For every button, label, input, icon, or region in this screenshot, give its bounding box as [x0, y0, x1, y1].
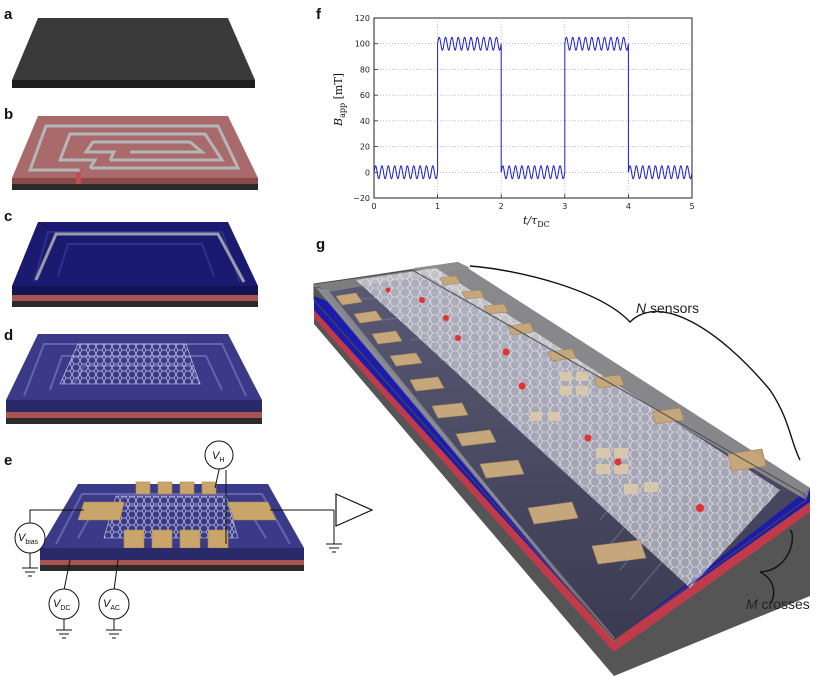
m-crosses-label: M crosses [746, 596, 810, 612]
wire-loop [34, 232, 246, 283]
panel-label-c: c [4, 208, 12, 225]
panel-c: c [4, 208, 258, 307]
y-tick-label: 100 [355, 40, 370, 49]
y-tick-label: 40 [360, 117, 370, 126]
x-tick-label: 4 [626, 202, 631, 211]
y-tick-label: 60 [360, 91, 370, 100]
x-tick-label: 2 [499, 202, 504, 211]
svg-text:VAC: VAC [103, 598, 120, 612]
x-tick-label: 1 [435, 202, 440, 211]
vbias-meter: Vbias [14, 522, 46, 554]
substrate-top [12, 18, 255, 80]
x-tick-label: 5 [689, 202, 694, 211]
graphene-hall-bar [103, 495, 239, 539]
coil-layer-top [12, 116, 258, 178]
y-tick-label: 0 [365, 168, 370, 177]
coil-via [76, 172, 81, 184]
vac-sub: AC [110, 605, 120, 612]
panel-a: a [4, 6, 255, 88]
vbias-sub: bias [25, 539, 38, 546]
vh-sub: H [219, 457, 224, 464]
vdc-meter: VDC [48, 588, 80, 620]
substrate-side [12, 80, 255, 88]
graphene-sheet [59, 343, 201, 385]
n-sensors-label: N sensors [636, 300, 699, 316]
y-tick-label: 20 [360, 143, 370, 152]
vbias-label: V [18, 532, 27, 544]
vac-meter: VAC [98, 588, 130, 620]
svg-text:VDC: VDC [53, 598, 70, 612]
spiral-coil [27, 124, 241, 182]
x-tick-label: 0 [371, 202, 376, 211]
m-crosses-brace [759, 529, 794, 605]
panel-e: e [4, 440, 374, 639]
vh-meter: VH [204, 440, 234, 470]
gold-pads [335, 275, 767, 565]
circuit-wires [29, 468, 335, 630]
sensor-crosses [530, 372, 658, 494]
svg-text:Vbias: Vbias [18, 532, 39, 546]
y-axis-label: Bapp [mT] [332, 73, 347, 127]
gold-contacts [77, 481, 277, 549]
panel-label-a: a [4, 6, 13, 23]
vac-label: V [103, 598, 112, 610]
vh-label: V [212, 450, 221, 462]
panel-b: b [4, 106, 258, 190]
panel-label-d: d [4, 327, 13, 344]
panel-label-b: b [4, 106, 13, 123]
y-tick-label: 120 [355, 14, 370, 23]
ground-symbols [22, 530, 342, 639]
vdc-label: V [53, 598, 62, 610]
x-axis-label: t/τDC [523, 214, 550, 229]
y-tick-label: −20 [353, 194, 370, 203]
panel-g: g [313, 236, 810, 676]
panel-label-g: g [316, 236, 325, 253]
svg-text:VH: VH [212, 450, 224, 464]
y-tick-label: 80 [360, 65, 370, 74]
panel-label-e: e [4, 452, 12, 469]
panel-d: d [4, 327, 262, 424]
vdc-sub: DC [60, 605, 70, 612]
amplifier-triangle [335, 493, 374, 527]
panel-label-f: f [316, 6, 322, 23]
sensor-dots [385, 287, 704, 512]
x-tick-label: 3 [562, 202, 567, 211]
insulator-top [12, 222, 258, 286]
n-sensors-brace [469, 265, 801, 461]
series-line [373, 36, 693, 180]
